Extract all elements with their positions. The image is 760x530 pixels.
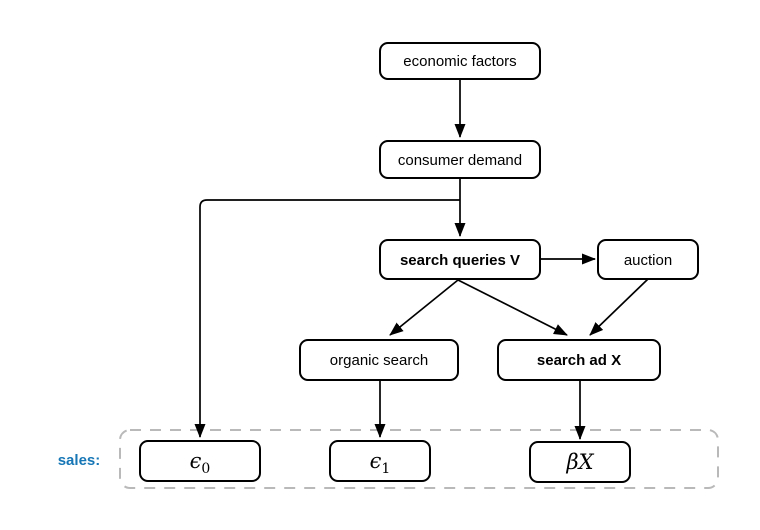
- node-epsilon0-label: ϵ0: [190, 449, 211, 477]
- node-economic-factors: economic factors: [379, 42, 541, 80]
- node-search-ad-label: search ad X: [537, 352, 621, 369]
- node-betax-label: βX: [565, 450, 594, 474]
- node-betax: βX: [529, 441, 631, 483]
- arrow-queries-to-organic: [389, 279, 459, 336]
- node-search-ad: search ad X: [497, 339, 661, 381]
- node-search-queries-label: search queries V: [400, 252, 520, 269]
- node-epsilon0-box: [139, 440, 261, 482]
- node-search-ad-box: [497, 339, 661, 381]
- node-consumer-demand-box: [379, 140, 541, 179]
- betax-symbol: βX: [565, 450, 594, 474]
- arrow-queries-to-ad: [457, 279, 568, 336]
- node-epsilon1-box: [329, 440, 431, 482]
- epsilon0-subscript: 0: [201, 461, 210, 477]
- epsilon1-symbol: ϵ: [370, 449, 382, 473]
- sales-region-outline: [119, 429, 719, 489]
- node-epsilon1-label: ϵ1: [370, 449, 391, 477]
- node-consumer-demand-label: consumer demand: [398, 152, 522, 169]
- node-search-queries: search queries V: [379, 239, 541, 280]
- node-organic-search-box: [299, 339, 459, 381]
- node-auction: auction: [597, 239, 699, 280]
- arrow-auction-to-ad: [589, 278, 649, 336]
- node-betax-box: [529, 441, 631, 483]
- node-organic-search-label: organic search: [330, 352, 428, 369]
- node-auction-label: auction: [624, 252, 672, 269]
- arrow-demand-to-epsilon0: [194, 199, 460, 438]
- node-epsilon0: ϵ0: [139, 440, 261, 482]
- node-consumer-demand: consumer demand: [379, 140, 541, 179]
- node-auction-box: [597, 239, 699, 280]
- sales-region-label: sales:: [58, 452, 101, 469]
- epsilon1-subscript: 1: [381, 461, 390, 477]
- edges: [194, 79, 649, 440]
- node-economic-factors-box: [379, 42, 541, 80]
- node-search-queries-box: [379, 239, 541, 280]
- node-epsilon1: ϵ1: [329, 440, 431, 482]
- node-economic-factors-label: economic factors: [403, 53, 516, 70]
- epsilon0-symbol: ϵ: [190, 449, 202, 473]
- node-organic-search: organic search: [299, 339, 459, 381]
